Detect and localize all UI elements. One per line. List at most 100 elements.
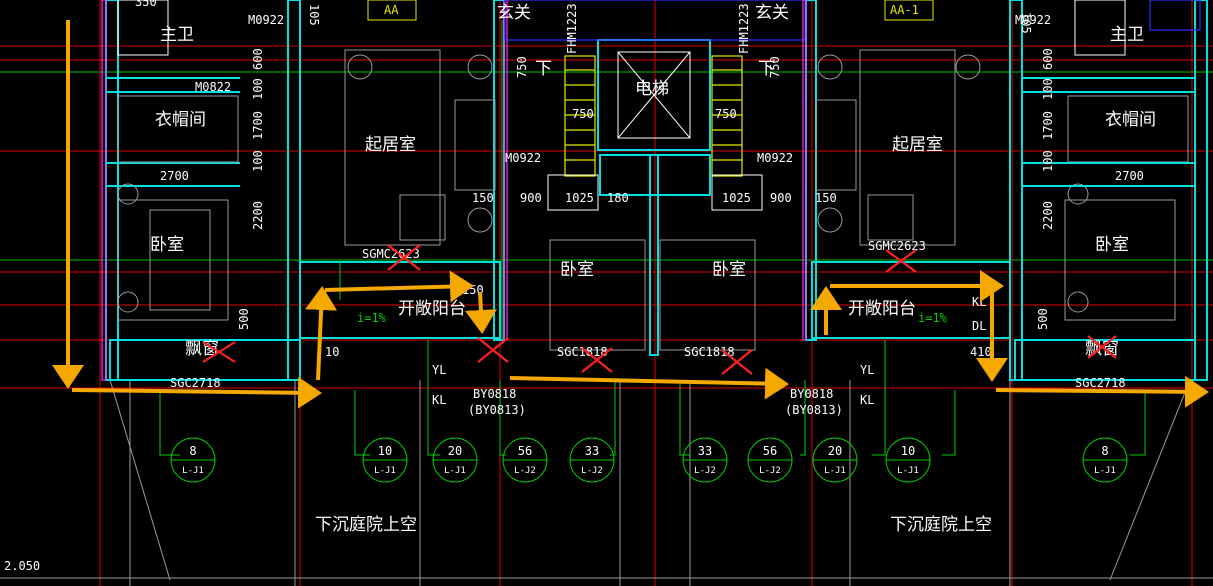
dim-1025-left: 1025 (565, 191, 594, 205)
balcony-window-by0813-left: (BY0813) (468, 403, 526, 417)
beam-ref: L-J1 (1094, 466, 1116, 476)
label-kl-right: KL (860, 393, 874, 407)
dim-500-left: 500 (237, 308, 251, 330)
beam-ref: L-J1 (897, 466, 919, 476)
stair-down-right: 下 (758, 59, 775, 79)
label-yl-left: YL (432, 363, 446, 377)
arrow-right-bottom (995, 375, 1209, 408)
balcony-window-by0813-right: (BY0813) (785, 403, 843, 417)
fire-door-right: FHM1223 (737, 3, 751, 54)
room-foyer-right: 玄关 (755, 3, 789, 23)
dim-750b-left: 750 (572, 107, 594, 121)
core-labels: 电梯 FHM1223 FHM1223 下 下 (535, 3, 775, 99)
dim-2700-right: 2700 (1115, 169, 1144, 183)
dim-2200-right: 2200 (1041, 201, 1055, 230)
core-area (501, 0, 806, 356)
beam-marker: 10L-J1 (362, 437, 408, 483)
beam-marker: 8L-J1 (1082, 437, 1128, 483)
unit-tag-box-right (884, 0, 934, 21)
room-closet-right: 衣帽间 (1105, 110, 1156, 130)
cross-mark (477, 337, 509, 363)
beam-marker: 10L-J1 (885, 437, 931, 483)
beam-marker: 8L-J1 (170, 437, 216, 483)
beam-marker: 56L-J2 (747, 437, 793, 483)
window-sgmc2623-right: SGMC2623 (868, 239, 926, 253)
room-closet-left: 衣帽间 (155, 110, 206, 130)
dim-10-left: 10 (325, 345, 339, 359)
dim-1700-left: 1700 (251, 111, 265, 140)
dim-750a-left: 750 (515, 56, 529, 78)
dim-900-left: 900 (520, 191, 542, 205)
beam-number: 20 (828, 444, 842, 458)
label-kl2-right: KL (972, 295, 986, 309)
beam-number: 20 (448, 444, 462, 458)
label-dl-right: DL (972, 319, 986, 333)
dim-750b-right: 750 (715, 107, 737, 121)
slope-right: i=1% (918, 311, 948, 325)
arrow-left-short-down (464, 291, 497, 334)
dim-1025-right: 1025 (722, 191, 751, 205)
room-foyer-left: 玄关 (497, 3, 531, 23)
beam-number: 56 (518, 444, 532, 458)
beam-number: 8 (1101, 444, 1108, 458)
left-unit-walls (101, 0, 301, 381)
room-master-bath-left: 主卫 (160, 25, 194, 45)
room-bedroom-right: 卧室 (1095, 235, 1129, 255)
balcony-window-by0818-left: BY0818 (473, 387, 516, 401)
unit-tag-right: AA-1 (890, 3, 919, 17)
fire-door-left: FHM1223 (565, 3, 579, 54)
door-m0922-right-main: M0922 (757, 151, 793, 165)
dim-100a-left: 100 (251, 78, 265, 100)
elevator-label: 电梯 (635, 79, 669, 99)
dim-100b-right: 100 (1041, 150, 1055, 172)
room-balcony-right: 开敞阳台 (848, 299, 916, 319)
courtyard-outline (0, 379, 1213, 586)
room-bedroom-center-right: 卧室 (712, 260, 746, 280)
courtyard-label-right: 下沉庭院上空 (890, 515, 992, 535)
beam-number: 33 (698, 444, 712, 458)
beam-leaders (159, 340, 1146, 456)
cross-mark (1087, 335, 1117, 359)
cross-mark (721, 349, 753, 375)
balcony-window-by0818-right: BY0818 (790, 387, 833, 401)
dim-2700-left: 2700 (160, 169, 189, 183)
stair-down-left: 下 (535, 59, 552, 79)
room-bedroom-left: 卧室 (150, 235, 184, 255)
beam-ref: L-J2 (694, 466, 716, 476)
beam-ref: L-J2 (514, 466, 536, 476)
window-sgc2718-left: SGC2718 (170, 376, 221, 390)
cross-marks (202, 244, 1117, 375)
door-m0922-left-main: M0922 (505, 151, 541, 165)
dim-100b-left: 100 (251, 150, 265, 172)
courtyard-label-left: 下沉庭院上空 (315, 515, 417, 535)
beam-ref: L-J1 (824, 466, 846, 476)
arrow-left-bottom (71, 376, 322, 409)
cross-mark (387, 244, 421, 271)
dim-180-left: 180 (607, 191, 629, 205)
door-m0922-right-top: M0922 (1015, 13, 1051, 27)
beam-number: 33 (585, 444, 599, 458)
dim-750a-right: 750 (768, 56, 782, 78)
top-dim-350: 350 (135, 0, 157, 9)
room-balcony-left: 开敞阳台 (398, 299, 466, 319)
door-m0922-left-top: M0922 (248, 13, 284, 27)
arrow-center-bottom (509, 367, 789, 400)
label-kl-left: KL (432, 393, 446, 407)
beam-marker: 33L-J2 (569, 437, 615, 483)
label-yl-right: YL (860, 363, 874, 377)
dim-600-left: 600 (251, 48, 265, 70)
beam-number: 10 (901, 444, 915, 458)
beam-ref: L-J1 (182, 466, 204, 476)
top-dim-105-left: 105 (307, 4, 321, 26)
dim-500-right: 500 (1036, 308, 1050, 330)
window-sgc1818-right: SGC1818 (684, 345, 735, 359)
beam-marker: 20L-J1 (812, 437, 858, 483)
window-sgc1818-left: SGC1818 (557, 345, 608, 359)
room-living-right: 起居室 (892, 135, 943, 155)
annotation-arrows (52, 20, 1209, 409)
beam-ref: L-J1 (444, 466, 466, 476)
dim-100a-right: 100 (1041, 78, 1055, 100)
window-sgc2718-right: SGC2718 (1075, 376, 1126, 390)
cross-mark (885, 249, 917, 273)
